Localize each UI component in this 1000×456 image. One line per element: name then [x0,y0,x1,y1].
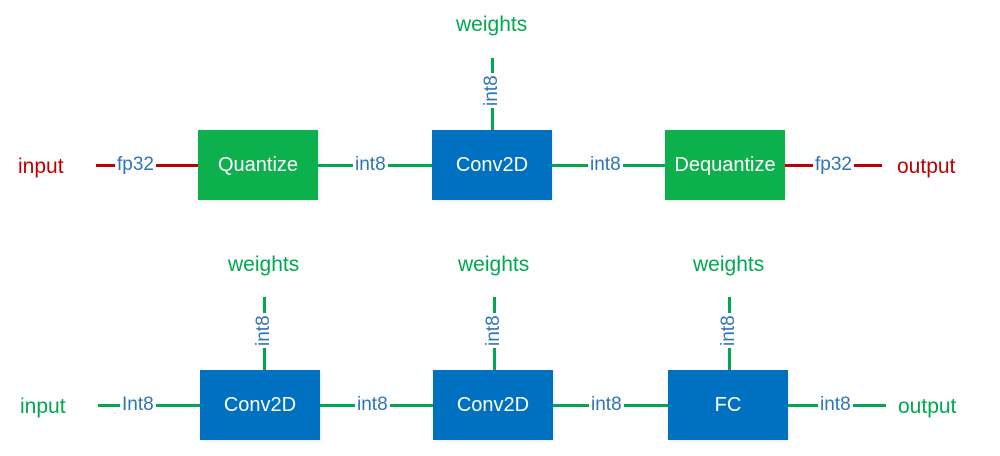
row1-edge-dequantize-output-label: fp32 [813,154,854,175]
row1-input-terminal: input [18,155,64,178]
node-fc-label: FC [714,394,742,416]
row1-weights-terminal: weights [456,13,528,36]
row1-output-terminal: output [897,155,956,178]
node-conv2d-a[interactable]: Conv2D [200,370,320,440]
row2-edge-input-conva-label: Int8 [120,394,156,415]
row1-edge-conv-dequantize-label: int8 [588,154,623,175]
row2-edge-conva-convb-label: int8 [355,394,390,415]
row1-weights-dtype-label: int8 [481,73,502,108]
row2-weights-fc-terminal: weights [693,253,765,276]
node-conv2d-a-label: Conv2D [223,394,297,416]
row1-edge-input-quantize-label: fp32 [115,154,156,175]
node-conv2d-row1-label: Conv2D [455,154,529,176]
row1-edge-quantize-conv-label: int8 [353,154,388,175]
node-quantize-label: Quantize [217,154,299,176]
node-dequantize[interactable]: Dequantize [665,130,785,200]
row2-weights-convb-dtype-label: int8 [483,313,504,348]
node-conv2d-row1[interactable]: Conv2D [432,130,552,200]
row2-edge-fc-output-label: int8 [818,394,853,415]
row2-weights-conva-terminal: weights [228,253,300,276]
node-conv2d-b-label: Conv2D [456,394,530,416]
row2-input-terminal: input [20,395,66,418]
row2-weights-conva-dtype-label: int8 [253,313,274,348]
row2-weights-convb-terminal: weights [458,253,530,276]
row2-weights-fc-dtype-label: int8 [718,313,739,348]
node-dequantize-label: Dequantize [674,154,776,176]
node-quantize[interactable]: Quantize [198,130,318,200]
row2-output-terminal: output [898,395,957,418]
node-fc[interactable]: FC [668,370,788,440]
row2-edge-convb-fc-label: int8 [589,394,624,415]
node-conv2d-b[interactable]: Conv2D [433,370,553,440]
